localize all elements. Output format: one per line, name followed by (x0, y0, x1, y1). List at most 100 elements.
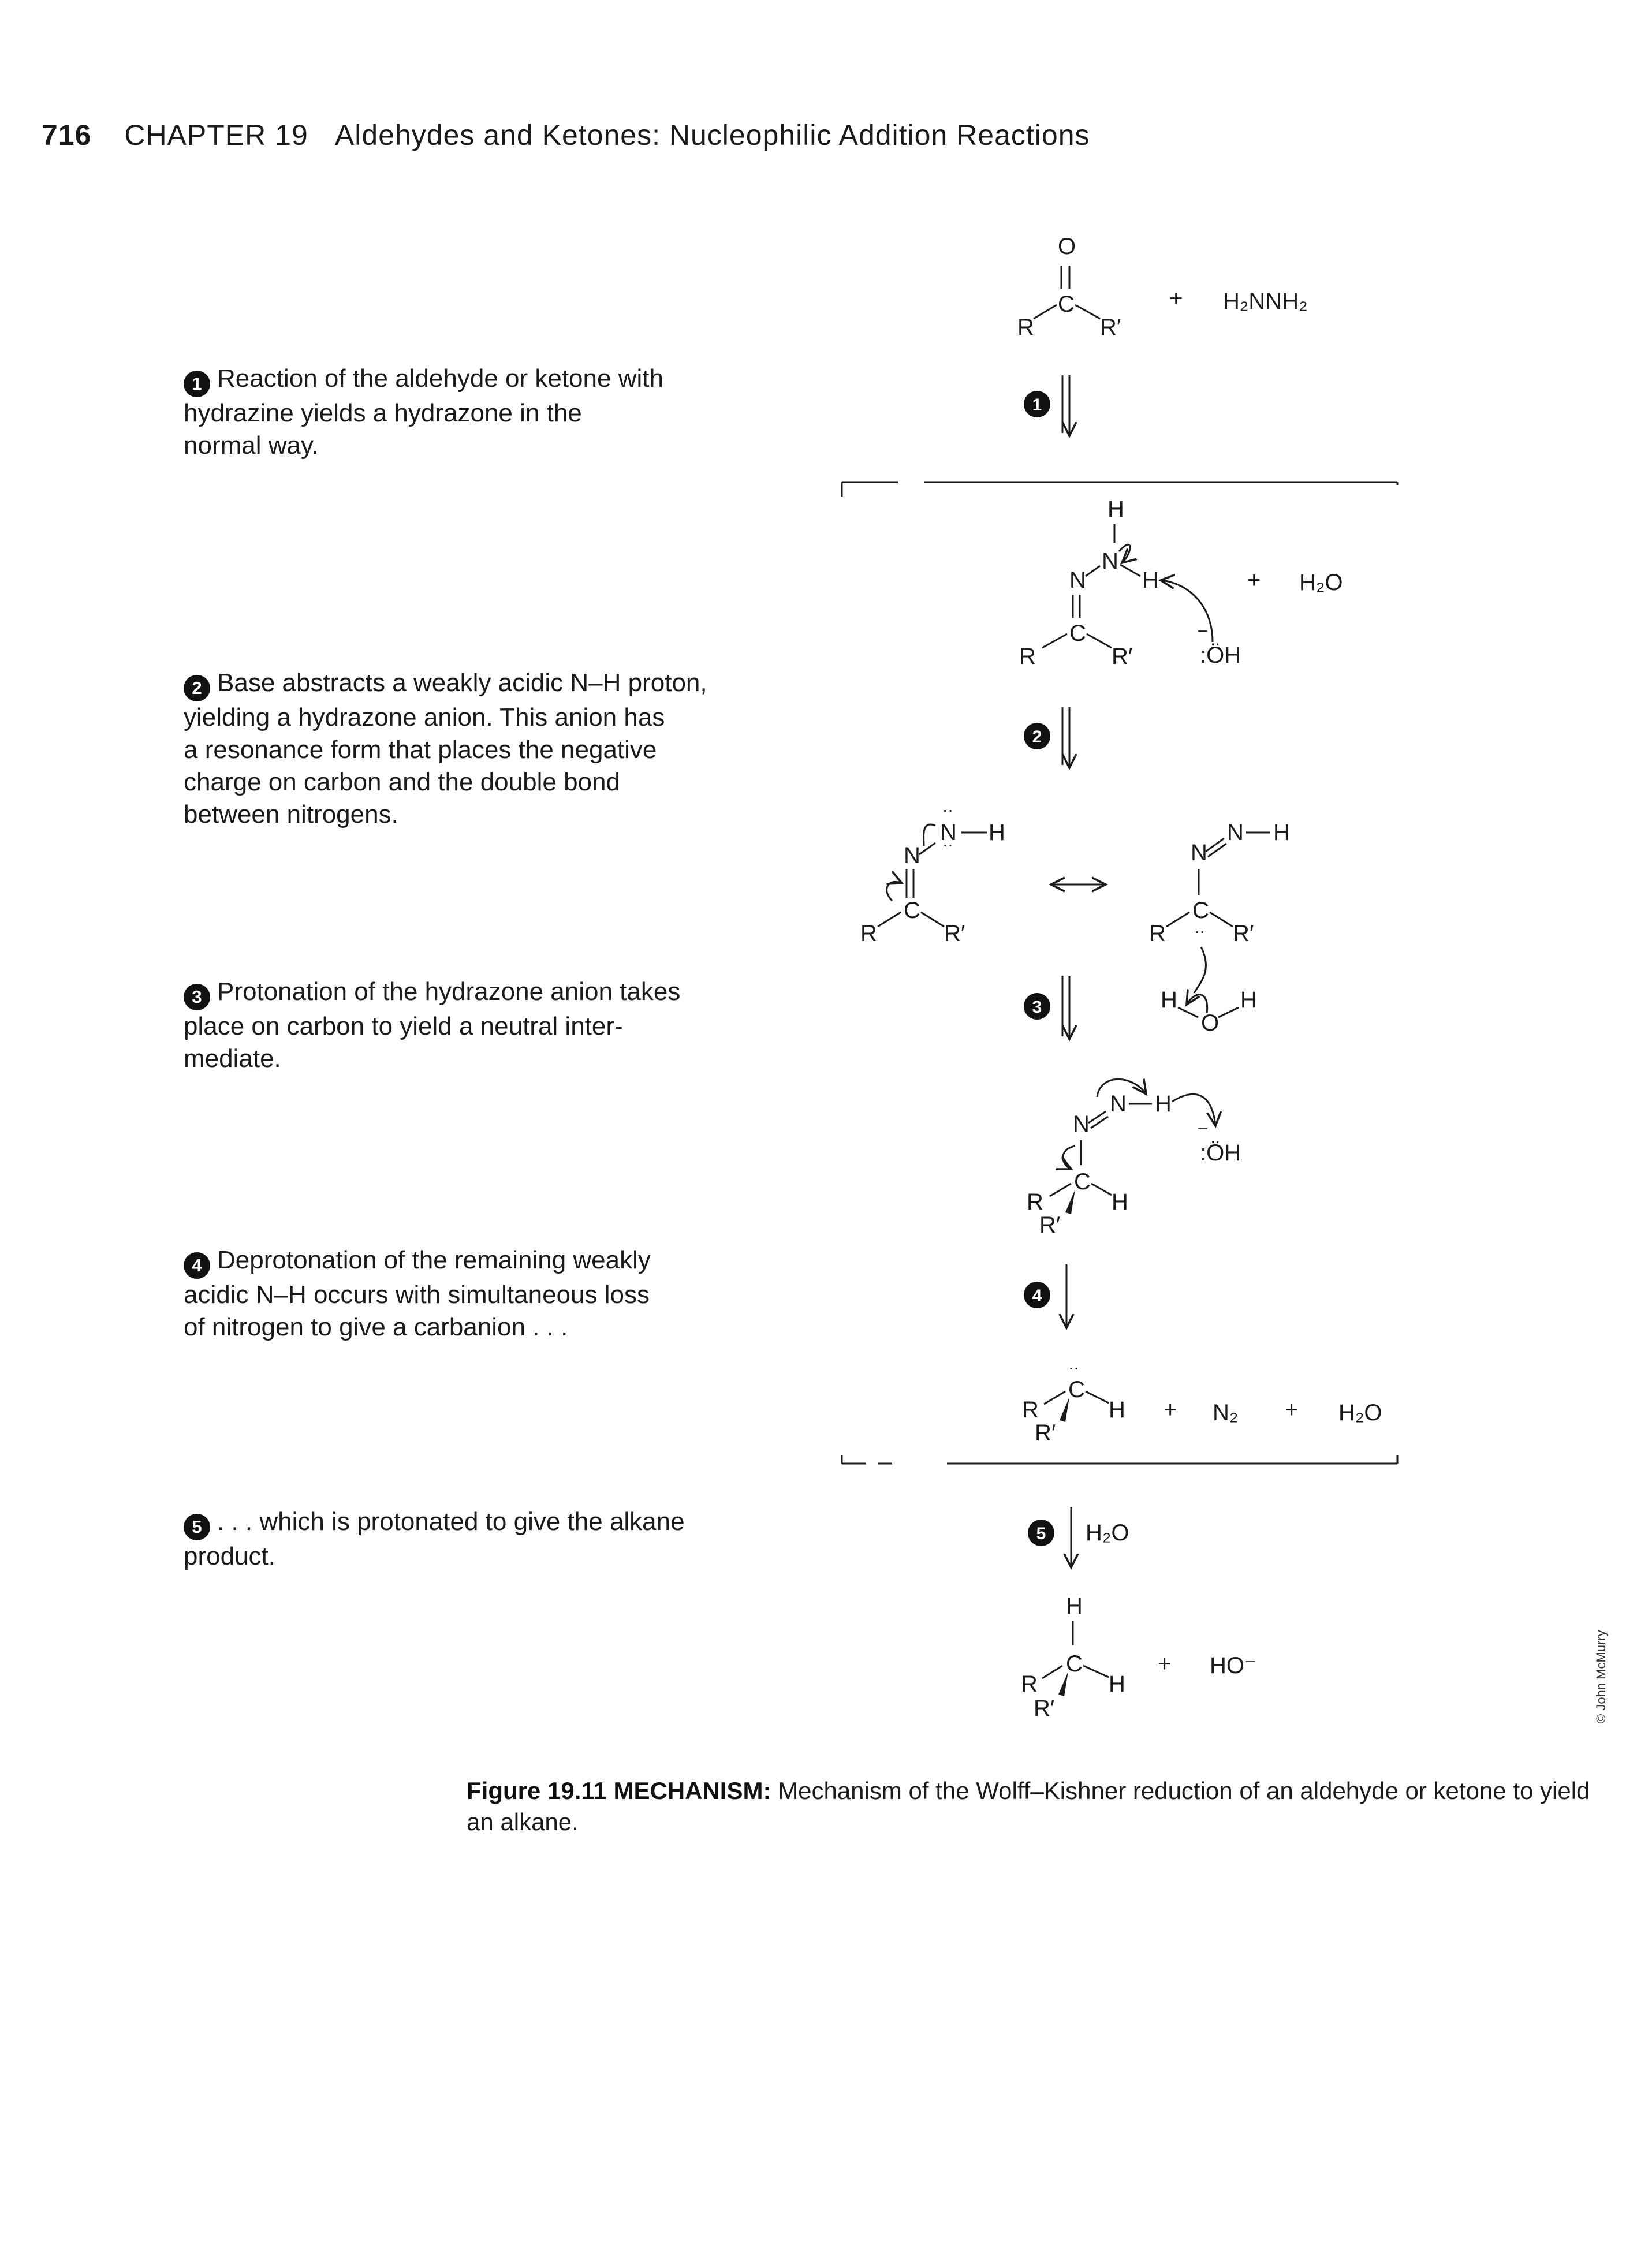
svg-text:N: N (1227, 820, 1244, 845)
svg-text:··: ·· (942, 801, 953, 819)
svg-text:N: N (1073, 1111, 1090, 1137)
svg-text:C: C (1069, 621, 1086, 646)
svg-text:C: C (1066, 1651, 1083, 1677)
hydroxide-2: :ÖH (1200, 1140, 1241, 1166)
svg-text:C: C (904, 898, 920, 923)
step-4-badge: 4 (184, 1252, 210, 1279)
page-number: 716 (42, 119, 92, 151)
svg-text:H: H (1109, 1671, 1125, 1697)
svg-text:N: N (1102, 548, 1118, 574)
step-5-line-1: . . . which is protonated to give the al… (217, 1507, 685, 1536)
step-1-line-2: hydrazine yields a hydrazone in the (184, 399, 582, 427)
svg-text:C: C (1068, 1377, 1085, 1402)
step-1-arrow-number: 1 (1032, 395, 1042, 415)
svg-text:··: ·· (942, 835, 953, 853)
svg-text:R: R (1019, 644, 1036, 669)
alkane-product: H C H R R′ (1021, 1593, 1125, 1721)
svg-text:R′: R′ (944, 921, 965, 946)
neutral-intermediate: N N H C H R R′ (1027, 1078, 1215, 1238)
step-5-reagent: H₂O (1086, 1520, 1129, 1546)
svg-text:H: H (989, 820, 1005, 845)
svg-text:R′: R′ (1034, 1696, 1054, 1721)
step-5-badge: 5 (184, 1514, 210, 1540)
svg-text:R′: R′ (1039, 1212, 1060, 1238)
step-3-line-1: Protonation of the hydrazone anion takes (217, 977, 681, 1006)
svg-text:H: H (1066, 1593, 1083, 1619)
step-2-badge: 2 (184, 675, 210, 701)
svg-text:N: N (940, 820, 957, 845)
hydrazine: H₂NNH₂ (1223, 289, 1308, 314)
svg-text:R: R (1022, 1397, 1039, 1423)
figure-label: Figure 19.11 (467, 1777, 607, 1804)
svg-text:N: N (1191, 840, 1207, 865)
svg-text:R′: R′ (1233, 921, 1254, 946)
atom-O: O (1058, 234, 1076, 259)
svg-text:R: R (1021, 1671, 1038, 1697)
svg-text:R′: R′ (1035, 1420, 1056, 1446)
ketone-reactant: O C R R′ (1017, 234, 1121, 340)
step-1-arrow-badge (1024, 391, 1050, 417)
step-3-line-3: mediate. (184, 1044, 281, 1073)
water-proton-source: H O H (1161, 987, 1257, 1036)
svg-text:5: 5 (1036, 1524, 1046, 1543)
atom-R: R (1017, 315, 1034, 340)
svg-text:R: R (860, 921, 877, 946)
step-2-line-3: a resonance form that places the negativ… (184, 736, 657, 764)
chapter-title: Aldehydes and Ketones: Nucleophilic Addi… (334, 119, 1090, 151)
step-1-line-1: Reaction of the aldehyde or ketone with (217, 364, 663, 393)
atom-C: C (1058, 292, 1075, 317)
svg-text:C: C (1192, 898, 1209, 923)
step-2-line-2: yielding a hydrazone anion. This anion h… (184, 703, 665, 731)
hydrazone-anion-left: N ·· ·· H N C R R′ (860, 801, 1005, 946)
svg-text:–: – (1198, 1118, 1207, 1136)
svg-text:H: H (1112, 1189, 1128, 1215)
caption-keyword: MECHANISM: (613, 1777, 771, 1804)
svg-text:··: ·· (1068, 1358, 1079, 1376)
water-2: H₂O (1338, 1400, 1382, 1425)
svg-text:R′: R′ (1112, 644, 1132, 669)
plus-sign: + (1169, 286, 1183, 311)
svg-text:H: H (1142, 568, 1159, 593)
svg-text:H: H (1155, 1091, 1172, 1117)
step-5-line-2: product. (184, 1542, 275, 1570)
figure-caption: Figure 19.11 MECHANISM: Mechanism of the… (467, 1775, 1598, 1838)
step-2-line-5: between nitrogens. (184, 800, 398, 828)
svg-text:H: H (1161, 987, 1177, 1013)
svg-text:C: C (1074, 1169, 1091, 1195)
step-3-description: 3 Protonation of the hydrazone anion take… (184, 976, 680, 1075)
step-3-badge: 3 (184, 984, 210, 1010)
svg-text:H: H (1109, 1397, 1125, 1423)
caption-text: Mechanism of the Wolff–Kishner reduction… (467, 1777, 1590, 1835)
svg-text:H: H (1273, 820, 1290, 845)
svg-text:R: R (1149, 921, 1166, 946)
svg-text:+: + (1164, 1397, 1177, 1423)
svg-text:–: – (1198, 621, 1207, 639)
svg-text:2: 2 (1032, 727, 1042, 747)
svg-text:R: R (1027, 1189, 1043, 1215)
step-2-line-4: charge on carbon and the double bond (184, 768, 620, 796)
step-3-line-2: place on carbon to yield a neutral inter… (184, 1012, 623, 1040)
svg-text:H: H (1240, 987, 1257, 1013)
step-1-line-3: normal way. (184, 431, 319, 460)
svg-text:+: + (1158, 1651, 1171, 1677)
step-5-description: 5 . . . which is protonated to give the a… (184, 1506, 685, 1573)
hydroxide-ion: HO⁻ (1210, 1653, 1256, 1678)
hydroxide-1: :ÖH (1200, 643, 1241, 668)
svg-text:H: H (1107, 497, 1124, 522)
svg-text:··: ·· (1194, 922, 1205, 940)
hydrazone-anion-right: N N H C R R′ ·· (1149, 820, 1290, 994)
svg-text:3: 3 (1032, 998, 1042, 1017)
water-1: H₂O (1299, 570, 1343, 595)
chapter-label: CHAPTER 19 (124, 119, 308, 151)
svg-text:N: N (1069, 568, 1086, 593)
svg-text:O: O (1201, 1010, 1219, 1036)
svg-text:N: N (1110, 1091, 1127, 1117)
step-4-line-3: of nitrogen to give a carbanion . . . (184, 1313, 568, 1341)
step-4-line-1: Deprotonation of the remaining weakly (217, 1246, 651, 1274)
hydrazone: H N N H C R R′ (1019, 497, 1214, 669)
atom-R-prime: R′ (1100, 315, 1121, 340)
